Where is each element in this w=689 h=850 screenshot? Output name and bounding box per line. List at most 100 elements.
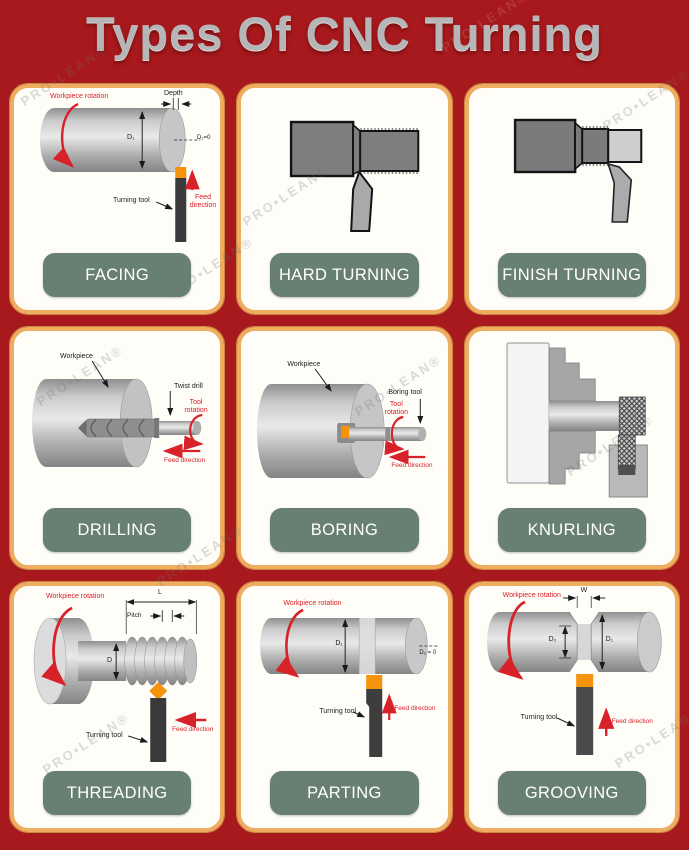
card-label-threading: THREADING bbox=[42, 771, 192, 815]
facing-diagram: Workpiece rotation Depth D₁ D₂=0 Turning… bbox=[14, 88, 220, 253]
card-parting: Workpiece rotation D₁ D₂ = 0 Turning too… bbox=[236, 581, 453, 833]
drilling-leaders bbox=[91, 360, 174, 416]
hard-turning-workpiece bbox=[290, 120, 420, 178]
facing-turning-tool-label: Turning tool bbox=[113, 197, 150, 204]
knurl-wheel bbox=[617, 434, 636, 470]
parting-groove bbox=[359, 618, 376, 674]
groove-cut-bottom bbox=[568, 660, 599, 673]
drilling-diagram: Workpiece Twist drill Tool rotation Feed… bbox=[14, 331, 220, 508]
parting-diagram-svg bbox=[260, 608, 440, 757]
threading-feed-direction-label: Feed direction bbox=[172, 726, 214, 733]
hard-turning-diagram-svg bbox=[290, 120, 420, 232]
parting-dimensions bbox=[342, 619, 440, 718]
parting-arrows bbox=[275, 608, 398, 720]
card-label-knurling: KNURLING bbox=[497, 508, 647, 552]
threading-arrows bbox=[41, 606, 207, 729]
threading-pitch-label: Pitch bbox=[127, 612, 142, 619]
card-label-facing: FACING bbox=[42, 253, 192, 297]
card-hard-turning: HARD TURNING bbox=[236, 83, 453, 315]
drilling-diagram-svg bbox=[32, 360, 204, 468]
hard-turning-diagram bbox=[241, 88, 447, 253]
boring-diagram: Workpiece Boring tool Tool rotation Feed… bbox=[241, 331, 447, 508]
workpiece-rotation-arrow bbox=[41, 606, 73, 687]
finish-turning-diagram bbox=[469, 88, 675, 253]
facing-d2-label: D₂=0 bbox=[197, 135, 211, 141]
finish-turning-tool bbox=[606, 162, 632, 223]
grooving-feed-direction-label: Feed direction bbox=[611, 718, 653, 725]
card-drilling: Workpiece Twist drill Tool rotation Feed… bbox=[8, 326, 226, 570]
workpiece-rotation-arrow bbox=[497, 600, 526, 680]
grooving-w-label: W bbox=[580, 587, 588, 594]
parting-feed-direction-label: Feed direction bbox=[394, 705, 436, 712]
boring-diagram-svg bbox=[257, 368, 427, 479]
card-label-hard-turning: HARD TURNING bbox=[270, 253, 419, 297]
boring-leaders bbox=[315, 368, 424, 424]
knurled-section bbox=[618, 396, 646, 436]
boring-arrows bbox=[384, 415, 426, 465]
grooving-workpiece bbox=[486, 611, 662, 673]
grooving-tool bbox=[575, 674, 593, 755]
card-label-parting: PARTING bbox=[270, 771, 419, 815]
boring-tool bbox=[341, 426, 427, 441]
parting-d1-label: D₁ bbox=[335, 640, 343, 647]
card-grooving: Workpiece rotation W D₂ D₁ Turning tool … bbox=[463, 581, 680, 833]
parting-turning-tool-label: Turning tool bbox=[319, 708, 357, 715]
threading-d-label: D bbox=[107, 657, 113, 664]
facing-tool bbox=[175, 167, 187, 242]
grooving-diagram-svg bbox=[486, 595, 662, 755]
facing-d1-label: D₁ bbox=[127, 134, 135, 141]
page-title: Types Of CNC Turning bbox=[86, 7, 603, 60]
facing-dimensions bbox=[139, 98, 201, 210]
knurling-tool bbox=[608, 434, 648, 498]
card-threading: Workpiece rotation L Pitch D Turning too… bbox=[8, 581, 226, 833]
knurling-diagram bbox=[469, 331, 675, 508]
grooving-d2-label: D₂ bbox=[548, 636, 557, 643]
parting-workpiece-rotation-label: Workpiece rotation bbox=[283, 600, 342, 607]
parting-diagram: Workpiece rotation D₁ D₂ = 0 Turning too… bbox=[241, 586, 447, 771]
facing-feed-direction-label: Feed direction bbox=[189, 194, 217, 210]
boring-workpiece-label: Workpiece bbox=[287, 361, 321, 368]
grooving-diagram: Workpiece rotation W D₂ D₁ Turning tool … bbox=[469, 586, 675, 771]
card-facing: Workpiece rotation Depth D₁ D₂=0 Turning… bbox=[8, 83, 226, 315]
threading-diagram-svg bbox=[33, 599, 207, 762]
facing-diagram-svg bbox=[40, 98, 201, 242]
drilling-tool-rotation-label: Tool rotation bbox=[184, 399, 208, 415]
knurling-diagram-svg bbox=[506, 342, 648, 498]
facing-arrows bbox=[52, 102, 200, 190]
drilling-arrows bbox=[162, 413, 204, 459]
card-boring: Workpiece Boring tool Tool rotation Feed… bbox=[236, 326, 453, 570]
drilling-feed-direction-label: Feed direction bbox=[164, 457, 206, 464]
card-label-finish-turning: FINISH TURNING bbox=[497, 253, 647, 297]
grooving-dimensions bbox=[556, 595, 605, 727]
facing-depth-label: Depth bbox=[164, 90, 183, 97]
card-label-boring: BORING bbox=[270, 508, 419, 552]
grooving-turning-tool-label: Turning tool bbox=[520, 714, 558, 721]
tool-rotation-arrow bbox=[183, 413, 204, 451]
parting-tool bbox=[366, 675, 383, 757]
threading-l-label: L bbox=[158, 589, 162, 596]
grooving-d1-label: D₁ bbox=[605, 636, 614, 643]
drilling-workpiece-label: Workpiece bbox=[60, 353, 93, 360]
workpiece-rotation-arrow bbox=[275, 608, 305, 678]
tool-rotation-arrow bbox=[384, 415, 406, 456]
grooving-arrows bbox=[497, 600, 614, 736]
boring-feed-direction-label: Feed direction bbox=[391, 462, 433, 469]
card-knurling: KNURLING bbox=[463, 326, 680, 570]
groove-cut-top bbox=[568, 611, 599, 624]
facing-workpiece-rotation-label: Workpiece rotation bbox=[50, 93, 109, 100]
boring-tool-rotation-label: Tool rotation bbox=[384, 401, 408, 417]
knurling-workpiece bbox=[548, 396, 646, 436]
finish-turning-workpiece bbox=[513, 118, 642, 174]
card-label-drilling: DRILLING bbox=[42, 508, 192, 552]
card-finish-turning: FINISH TURNING bbox=[463, 83, 680, 315]
parting-d2-label: D₂ = 0 bbox=[419, 650, 437, 656]
finish-turning-diagram-svg bbox=[513, 118, 642, 223]
groove-waist bbox=[576, 624, 591, 660]
card-grid: Workpiece rotation Depth D₁ D₂=0 Turning… bbox=[8, 83, 680, 833]
drilling-twist-drill bbox=[78, 418, 202, 438]
threading-diagram: Workpiece rotation L Pitch D Turning too… bbox=[14, 586, 220, 771]
threading-dimensions bbox=[113, 599, 197, 743]
threading-tool bbox=[149, 682, 168, 762]
threading-turning-tool-label: Turning tool bbox=[86, 732, 123, 739]
boring-tool-label: Boring tool bbox=[388, 389, 422, 396]
